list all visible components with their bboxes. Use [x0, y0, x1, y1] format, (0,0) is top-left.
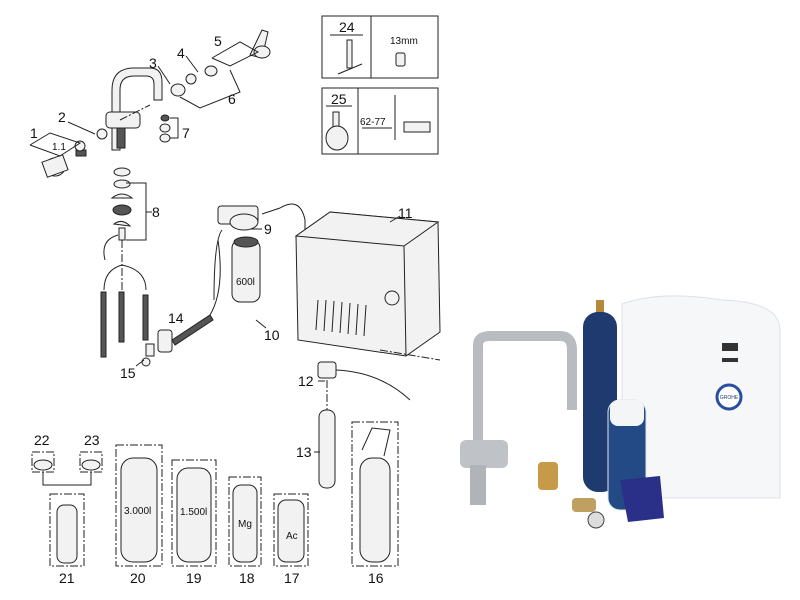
callout-3: 3 — [149, 55, 157, 71]
callout-22: 22 — [34, 432, 50, 448]
callout-16: 16 — [368, 570, 384, 586]
callout-24: 24 — [339, 19, 355, 35]
callout-25: 25 — [331, 91, 347, 107]
filter-3000-label: 3.000l — [124, 506, 151, 517]
callout-4: 4 — [177, 45, 185, 61]
filter-600-label: 600l — [236, 277, 255, 288]
callout-5: 5 — [214, 33, 222, 49]
dimension-62-77: 62-77 — [360, 117, 386, 128]
chiller-unit-drawing — [294, 211, 441, 361]
callout-1: 1 — [30, 125, 38, 141]
callout-20: 20 — [130, 570, 146, 586]
callout-6: 6 — [228, 91, 236, 107]
callout-15: 15 — [120, 365, 136, 381]
callout-9: 9 — [264, 221, 272, 237]
callout-2: 2 — [58, 109, 66, 125]
grohe-logo: GROHE — [720, 395, 739, 401]
faucet-drawing — [29, 29, 271, 367]
callout-17: 17 — [284, 570, 300, 586]
co2-regulator-drawing — [317, 361, 411, 489]
callout-labels: 1 1.1 2 3 4 5 6 7 8 9 10 11 12 13 14 15 … — [30, 19, 413, 586]
callout-14: 14 — [168, 310, 184, 326]
filter-ac-label: Ac — [286, 531, 298, 542]
filter-1500-label: 1.500l — [180, 507, 207, 518]
callout-12: 12 — [298, 373, 314, 389]
callout-7: 7 — [182, 125, 190, 141]
leader-lines — [67, 55, 401, 453]
callout-19: 19 — [186, 570, 202, 586]
callout-1-1: 1.1 — [52, 142, 66, 153]
callout-10: 10 — [264, 327, 280, 343]
callout-11: 11 — [398, 205, 413, 221]
tool-box-25 — [321, 87, 439, 155]
callout-8: 8 — [152, 204, 160, 220]
callout-18: 18 — [239, 570, 255, 586]
product-photo: GROHE — [460, 295, 781, 529]
filter-head-drawing — [213, 203, 306, 303]
dimension-13mm: 13mm — [390, 36, 418, 47]
tool-box-24 — [321, 15, 439, 79]
filter-mg-label: Mg — [238, 519, 252, 530]
cartridge-row — [31, 421, 399, 567]
callout-21: 21 — [59, 570, 75, 586]
callout-23: 23 — [84, 432, 100, 448]
callout-13: 13 — [296, 444, 312, 460]
